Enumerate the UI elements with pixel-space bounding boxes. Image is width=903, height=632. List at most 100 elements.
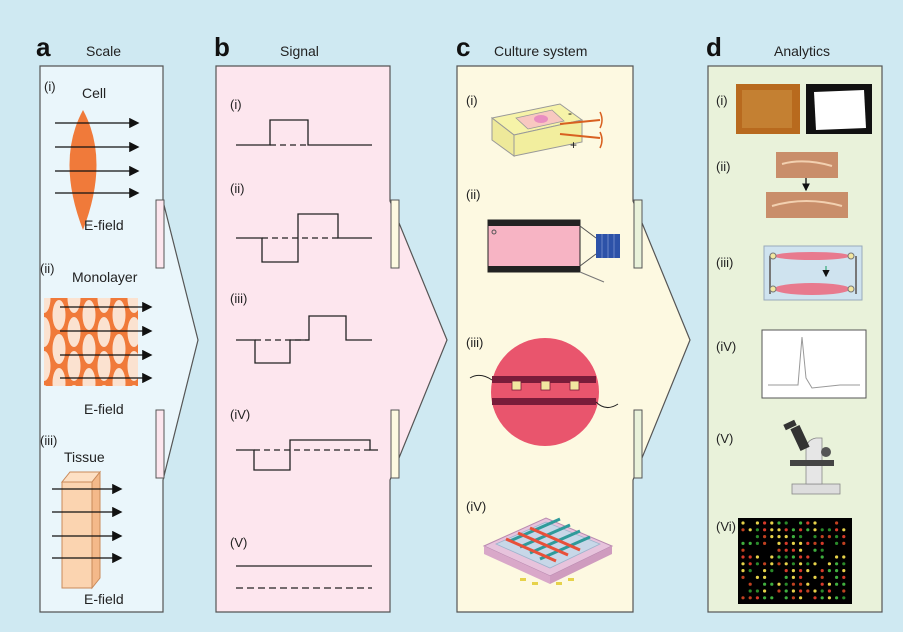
signal-label-iv: (iV) — [230, 407, 251, 422]
microarray-spot — [763, 589, 767, 593]
microarray-spot — [763, 521, 767, 525]
microarray-spot — [827, 589, 832, 593]
panel-b-tab-bottom — [390, 409, 400, 479]
scale-name-cell: Cell — [82, 85, 107, 101]
signal-iii — [236, 315, 372, 364]
microarray-spot — [791, 596, 796, 600]
microarray-spot — [806, 555, 810, 559]
scale-caption-tissue: E-field — [84, 591, 124, 607]
microarray-spot — [799, 596, 803, 600]
action-potential-plot — [761, 329, 867, 399]
microarray-spot — [842, 528, 846, 532]
microarray-spot — [806, 521, 810, 525]
microarray-spot — [820, 535, 824, 539]
microarray-spot — [741, 596, 745, 600]
microarray-spot — [799, 575, 803, 580]
microarray-spot — [835, 521, 839, 525]
tissue-field-arrows — [52, 483, 123, 564]
microarray-spot — [748, 541, 752, 546]
microarray-spot — [827, 535, 832, 539]
microarray-spot — [784, 521, 788, 525]
panel-b-tab-top — [390, 199, 400, 269]
analytics-label-vi: (Vi) — [716, 519, 736, 534]
microarray-spot — [835, 541, 839, 546]
microarray-spot — [813, 596, 817, 600]
microarray-spot — [813, 541, 817, 546]
microarray-spot — [777, 541, 781, 546]
microarray-spot — [784, 535, 788, 539]
microarray-spot — [820, 555, 824, 559]
microarray-spot — [784, 589, 788, 593]
scale-name-monolayer: Monolayer — [72, 269, 138, 285]
analytics-label-iv: (iV) — [716, 339, 737, 354]
panel-title-analytics: Analytics — [774, 43, 831, 59]
microarray-spot — [763, 575, 767, 580]
microarray-spot — [842, 541, 846, 546]
chamber-device — [490, 103, 603, 157]
panel-title-signal: Signal — [280, 43, 319, 59]
microarray-spot — [827, 569, 832, 573]
microarray-spot — [791, 569, 796, 573]
microarray-spot — [842, 555, 846, 559]
tissue-block — [60, 470, 102, 590]
microarray-spot — [820, 541, 824, 546]
microarray-spot — [741, 521, 745, 525]
microscope-icon — [783, 419, 841, 495]
microarray-spot — [777, 589, 781, 593]
microarray-spot — [842, 582, 846, 586]
analytics-label-ii: (ii) — [716, 159, 731, 174]
microarray-spot — [777, 555, 781, 559]
microarray-spot — [791, 582, 796, 586]
microarray-spot — [791, 548, 796, 552]
panel-a-tab-top — [155, 199, 165, 269]
tissue-photo-inner — [742, 90, 792, 128]
microarray-spot — [842, 596, 846, 600]
panel-c-tab-bottom — [633, 409, 643, 479]
microarray-spot — [806, 582, 810, 586]
plus-icon: + — [570, 138, 577, 152]
scale-caption-monolayer: E-field — [84, 401, 124, 417]
tissue-strain-device — [763, 245, 863, 301]
microarray-spot — [770, 521, 774, 525]
microarray-spot — [741, 548, 745, 552]
microarray-spot — [799, 548, 803, 552]
microarray-spot — [835, 535, 839, 539]
scale-label-i: (i) — [44, 79, 56, 94]
microarray-spot — [806, 589, 810, 593]
microarray-spot — [770, 582, 774, 586]
microarray-spot — [784, 582, 788, 586]
monolayer-field-arrows — [60, 301, 153, 384]
bioreactor-device — [487, 219, 620, 283]
microarray-spot — [755, 535, 760, 539]
culture-label-i: (i) — [466, 93, 478, 108]
microarray-spot — [755, 562, 760, 566]
microarray-spot — [763, 535, 767, 539]
microarray-spot — [835, 555, 839, 559]
microarray-spot — [755, 541, 760, 546]
microarray-spot — [748, 562, 752, 566]
microarray-spot — [827, 528, 832, 532]
microarray-spot — [813, 589, 817, 593]
microarray-spot — [806, 569, 810, 573]
microarray-spot — [820, 569, 824, 573]
microarray-spot — [748, 569, 752, 573]
microarray-spot — [755, 555, 760, 559]
microarray-spot — [755, 575, 760, 580]
microarray-spot — [820, 589, 824, 593]
microarray-spot — [784, 528, 788, 532]
microarray-spot — [791, 589, 796, 593]
analytics-label-v: (V) — [716, 431, 734, 446]
microarray-spot — [799, 589, 803, 593]
microarray-spot — [748, 589, 752, 593]
microarray-spot — [827, 596, 832, 600]
analytics-label-iii: (iii) — [716, 255, 734, 270]
microarray-spot — [799, 569, 803, 573]
microarray-spot — [806, 528, 810, 532]
panel-letter-b: b — [214, 32, 230, 62]
culture-label-iv: (iV) — [466, 499, 487, 514]
microarray-spot — [820, 582, 824, 586]
microarray-spot — [755, 596, 760, 600]
microarray-spot — [770, 528, 774, 532]
microarray-spot — [799, 535, 803, 539]
microarray-spot — [842, 535, 846, 539]
